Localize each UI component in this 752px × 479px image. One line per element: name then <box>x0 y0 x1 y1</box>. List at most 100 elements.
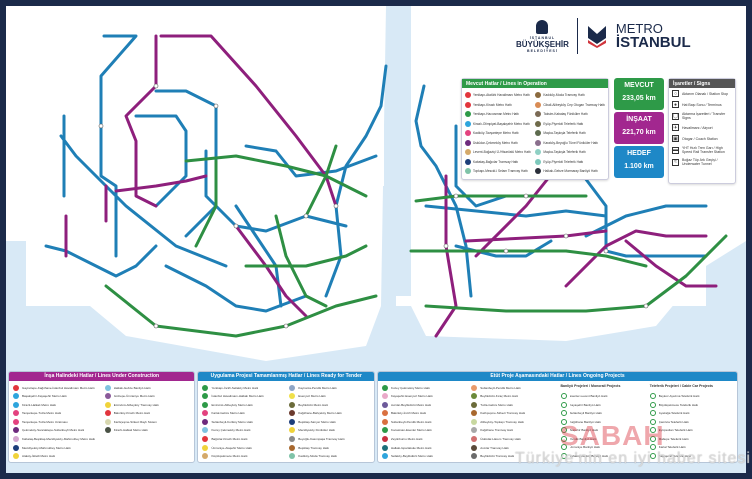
project-line-label: Kazlıçeşme-Sirkeci Raylı Sistem <box>113 419 157 424</box>
sabah-tagline: Türkiye'nin en iyi haber sitesi <box>515 450 751 467</box>
construction-col-1: Gayrettepe-Kağıthane-İstanbul Havalimanı… <box>13 384 99 460</box>
project-line-label: Ümraniye-Ataşehir Metro Hattı <box>211 445 252 450</box>
stat-operating-label: MEVCUT <box>624 82 654 89</box>
project-line-item: Ataköy-İkitelli Metro Hattı <box>13 453 99 460</box>
project-ring-icon <box>560 418 567 425</box>
legend-item-label: Eyüp-Piyerloti Teleferik Hattı <box>543 159 584 164</box>
construction-panel: İnşa Halindeki Hatlar / Lines Under Cons… <box>8 371 196 463</box>
line-badge-icon <box>465 149 471 156</box>
project-line-label: Ataköy-İkitelli Metro Hattı <box>22 454 56 459</box>
project-ring-icon <box>649 444 656 451</box>
project-line-item: Tuzla-Gebze Banliyö Hattı <box>560 461 644 462</box>
project-line-item: Kocasinan-Esenler Metro Hattı <box>382 427 465 434</box>
line-badge-icon <box>471 427 478 434</box>
line-badge-icon <box>465 111 471 118</box>
project-line-label: Kağıthane Banliyö Hattı <box>569 419 602 424</box>
project-line-label: Kayaşehir-Esenyurt Metro Hattı <box>391 394 433 399</box>
project-line-item: Sultanbeyli Banliyö Hattı <box>560 410 644 417</box>
project-line-item: Sultanbeyli-Pendik Metro Hattı <box>471 384 554 391</box>
legend-item: Yenikapı-Hacıosman Metro Hattı <box>465 110 532 119</box>
sign-label: Aktarma İşaretleri / Transfer Signs <box>682 112 726 120</box>
line-badge-icon <box>465 101 471 108</box>
sign-label: Hat Başı Sonu / Terminus <box>682 102 722 107</box>
legend-item: Cibali-Alibeyköy Cep Otogarı Tramvay Hat… <box>535 101 605 110</box>
project-ring-icon <box>560 435 567 442</box>
project-line-item: Sefaköy-Ataköy Banliyö Hattı <box>560 452 644 460</box>
line-badge-icon <box>471 401 478 408</box>
project-line-item: Bakırköy-Kirazlı Metro Hattı <box>104 410 191 417</box>
project-line-label: Tavşantepe-Tuzla Metro Uzatması <box>22 419 68 424</box>
legend-item: Eyüp-Piyerloti Teleferik Hattı <box>535 120 605 129</box>
project-line-item: Sultanbeyli-Pendik Metro Hattı <box>382 418 465 425</box>
logo-divider <box>576 18 578 54</box>
project-line-label: Ayazağa Teleferik Hattı <box>658 411 690 416</box>
project-ring-icon <box>560 401 567 408</box>
project-line-item: Beylikdüzü Tramvay Hattı <box>471 453 554 460</box>
project-ring-icon <box>649 427 656 434</box>
project-line-label: Kaynarca-Pendik Metro Hattı <box>298 385 337 390</box>
project-line-label: Sultanbeyli-Kurtköy Metro Hattı <box>211 419 254 424</box>
line-badge-icon <box>13 393 19 400</box>
project-line-item: Beşiktaş-Sarıyer Metro Hattı <box>289 418 370 425</box>
project-line-item: Kabataş-Beşiktaş-Mecidiyeköy-Mahmutbey M… <box>13 435 99 443</box>
project-ring-icon <box>649 401 656 408</box>
project-line-label: Kağıthane-Bahçeköy Metro Hattı <box>298 411 342 416</box>
line-badge-icon <box>382 384 388 391</box>
map-frame: İSTANBUL BÜYÜKŞEHİR BELEDİYESİ METRO İST… <box>6 6 746 473</box>
west-coast <box>6 226 26 316</box>
project-line-label: Bağcılar-Kirazlı Metro Hattı <box>211 437 248 442</box>
bus-terminal-icon: ▣ <box>672 135 679 142</box>
line-badge-icon <box>202 410 209 417</box>
operating-legend-title: Mevcut Hatlar / Lines in Operation <box>462 79 608 88</box>
project-line-label: Sefaköy-Beylikdüzü Metro Hattı <box>391 454 434 459</box>
construction-title: İnşa Halindeki Hatlar / Lines Under Cons… <box>9 372 195 381</box>
project-line-label: Beşiktaş Tramvay Hattı <box>298 445 330 450</box>
project-line-label: Küçükçekmece Metro Hattı <box>211 454 248 459</box>
project-line-label: Ümraniye Banliyö Hattı <box>569 445 601 450</box>
project-line-label: Sultanbeyli-Pendik Metro Hattı <box>480 385 521 390</box>
project-line-item: Kadıköy-Moda Tramvay Hattı <box>289 453 370 460</box>
project-line-item: Eyüpsultan Teleferik Hattı <box>649 427 733 434</box>
project-ring-icon <box>649 435 656 442</box>
project-line-item: Kuzey Çekmeköy Metro Hattı <box>202 427 283 434</box>
signs-legend: İşaretler / Signs ○Aktarım Olanak / Stat… <box>668 78 736 184</box>
legend-item-label: Karaköy-Beyoğlu Tünel Füniküler Hattı <box>543 140 599 145</box>
line-badge-icon <box>13 444 19 451</box>
project-line-item: Tavşantepe-Tuzla Metro Hattı <box>13 410 99 417</box>
legend-item: Kadıköy-Moda Tramvay Hattı <box>535 91 605 100</box>
legend-item-label: Kabataş-Bağcılar Tramvay Hattı <box>473 159 519 164</box>
legend-item: Kadıköy-Tavşantepe Metro Hattı <box>465 129 532 138</box>
line-badge-icon <box>13 453 19 460</box>
project-line-item: Gayrettepe-Kağıthane-İstanbul Havalimanı… <box>13 384 99 391</box>
line-badge-icon <box>471 436 478 443</box>
line-badge-icon <box>382 453 388 460</box>
project-line-item: Ümraniye-Ataşehir Metro Hattı <box>202 444 283 451</box>
sign-item: ≈Boğaz Tüp Ark Geçişi / Underwater Tunne… <box>669 156 735 168</box>
legend-item-label: Cibali-Alibeyköy Cep Otogarı Tramvay Hat… <box>543 102 605 107</box>
line-badge-icon <box>471 393 478 400</box>
line-badge-icon <box>289 418 296 425</box>
project-line-item: Bağcılar-Kirazlı Metro Hattı <box>202 435 283 443</box>
project-line-item: Üsküdar-Harem Tramvay Hattı <box>471 435 554 443</box>
sign-label: Otogar / Coach Station <box>682 136 718 141</box>
stat-construction-value: 221,70 km <box>622 129 656 136</box>
project-line-label: Eminönü-Alibeyköy Metro Hattı <box>211 402 253 407</box>
project-line-item: Pendik Banliyö Hattı <box>560 435 644 442</box>
legend-item-label: Maçka-Taşkışla Teleferik Hattı <box>543 131 586 136</box>
project-line-label: Ataşehir Banliyö Hattı <box>569 428 599 433</box>
stat-operating: MEVCUT 233,05 km <box>614 78 664 110</box>
legend-item: Levent-Boğaziçi Ü./Hisarüstü Metro Hattı <box>465 148 532 157</box>
project-line-item: Maltepe Teleferik Hattı <box>649 435 733 442</box>
project-line-item: Kirazlı-Halkalı Metro Hattı <box>13 401 99 408</box>
line-badge-icon <box>104 427 111 434</box>
project-line-label: Beylikdüzü-Kıraç Metro Hattı <box>480 394 519 399</box>
project-line-item: Başakşehir-Kayaşehir Metro Hattı <box>13 393 99 400</box>
project-line-label: Tavşantepe-Tuzla Metro Hattı <box>22 411 62 416</box>
line-badge-icon <box>382 436 388 443</box>
line-badge-icon <box>382 401 388 408</box>
line-badge-icon <box>104 384 111 391</box>
project-line-item: Kartal-Gebze Metro Hattı <box>202 410 283 417</box>
